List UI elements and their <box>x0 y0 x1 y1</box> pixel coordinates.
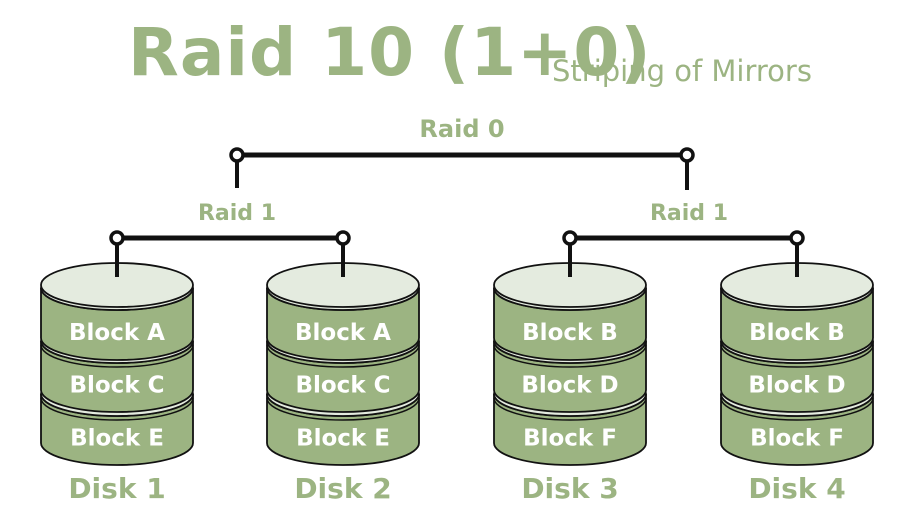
disk-band-edge <box>493 397 647 421</box>
block-label: Block B <box>522 320 618 346</box>
disk-label: Disk 1 <box>68 472 165 505</box>
disk-band-edge <box>493 344 647 368</box>
block-label: Block F <box>523 426 617 452</box>
disk-label: Disk 2 <box>294 472 391 505</box>
block-label: Block B <box>749 320 845 346</box>
disk-band-edge <box>266 344 420 368</box>
block-label: Block A <box>69 320 165 346</box>
block-label: Block A <box>295 320 391 346</box>
block-label: Block F <box>750 426 844 452</box>
disk-label: Disk 3 <box>521 472 618 505</box>
diagram-title: Raid 10 (1+0) <box>128 14 652 91</box>
raid1-label: Raid 1 <box>198 201 276 226</box>
disk-band-edge <box>720 397 874 421</box>
raid1-node-icon <box>789 230 805 246</box>
disk-label: Disk 4 <box>748 472 845 505</box>
block-label: Block D <box>748 373 845 399</box>
raid1-node-icon <box>562 230 578 246</box>
block-label: Block C <box>69 373 164 399</box>
block-label: Block D <box>521 373 618 399</box>
block-label: Block E <box>296 426 390 452</box>
disk-band-edge <box>720 344 874 368</box>
raid1-node-icon <box>109 230 125 246</box>
raid0-node-icon <box>229 147 245 163</box>
raid1-node-icon <box>335 230 351 246</box>
disk-band-edge <box>40 344 194 368</box>
disk-band-edge <box>266 397 420 421</box>
block-label: Block C <box>295 373 390 399</box>
raid0-label: Raid 0 <box>419 115 504 143</box>
block-label: Block E <box>70 426 164 452</box>
disk-band-edge <box>40 397 194 421</box>
raid1-label: Raid 1 <box>650 201 728 226</box>
diagram-subtitle: Striping of Mirrors <box>552 54 812 88</box>
raid0-node-icon <box>679 147 695 163</box>
